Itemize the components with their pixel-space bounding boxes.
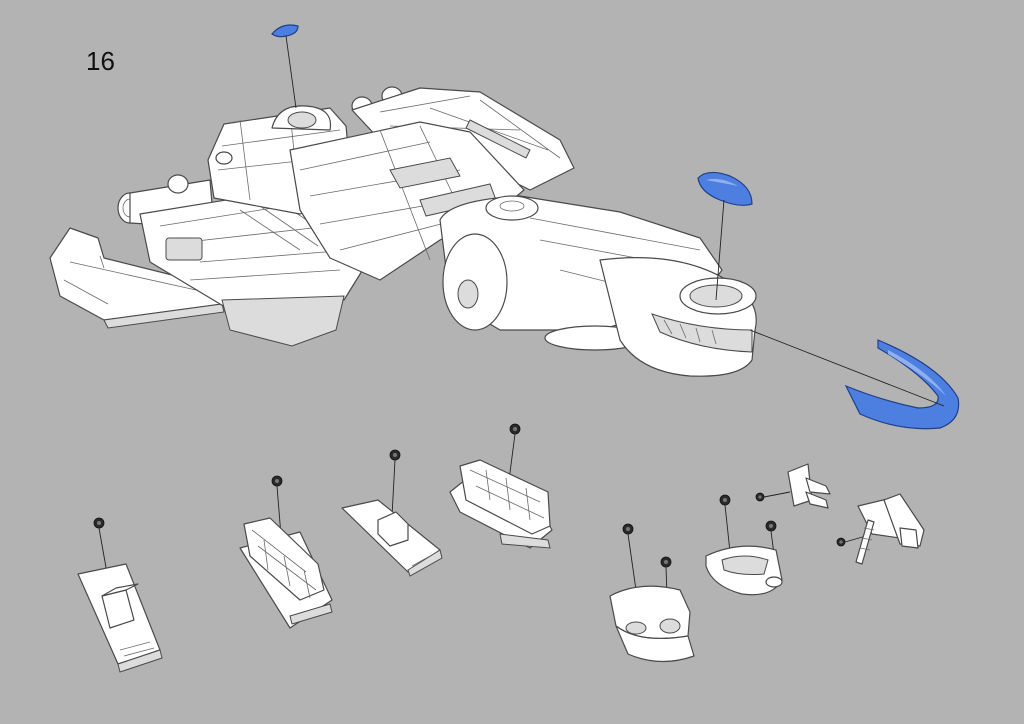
central-body bbox=[289, 121, 525, 281]
bracket-plate bbox=[341, 449, 443, 577]
nose-head bbox=[599, 257, 757, 377]
engine-pod-middle bbox=[239, 475, 333, 629]
top-dome-cap bbox=[271, 24, 299, 109]
engine-pod-left bbox=[77, 517, 163, 673]
step-number: 16 bbox=[86, 46, 115, 76]
clip-small bbox=[755, 463, 831, 509]
nose-canopy-window bbox=[697, 171, 753, 301]
left-wing bbox=[49, 227, 225, 329]
nose-mandible-trim bbox=[749, 329, 960, 430]
ship-assembly bbox=[49, 86, 757, 377]
nose-jaw bbox=[609, 523, 695, 663]
engine-block bbox=[449, 423, 553, 549]
nose-cup bbox=[705, 494, 783, 596]
clip-ladder bbox=[836, 493, 925, 565]
